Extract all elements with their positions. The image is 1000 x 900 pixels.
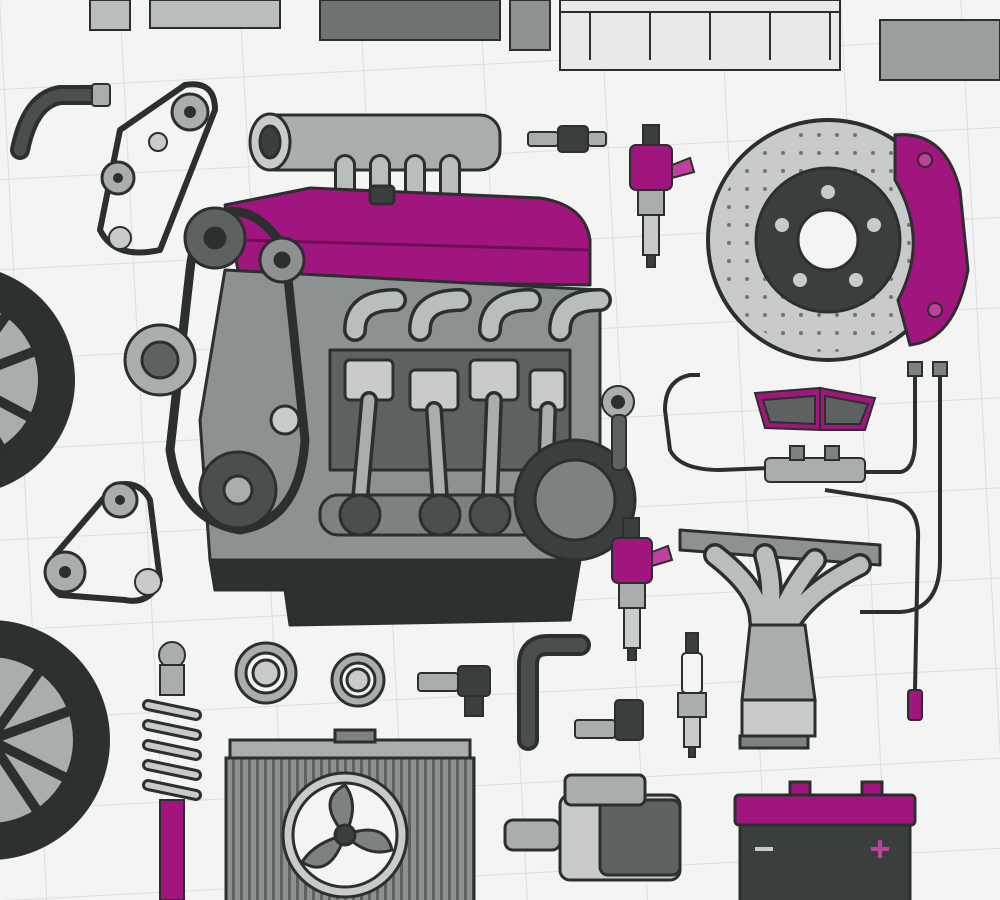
brake-disc	[706, 118, 950, 362]
cooling-fan	[281, 771, 409, 899]
brake-caliper	[893, 133, 970, 347]
shock-absorber	[142, 641, 202, 900]
spark-plug	[677, 632, 707, 758]
timing-belt	[43, 481, 163, 604]
sensor	[527, 125, 607, 153]
sensor	[764, 361, 948, 721]
catalytic-converter	[738, 623, 817, 750]
hose	[517, 634, 591, 751]
bearing	[330, 652, 386, 708]
brake-pads	[753, 386, 877, 432]
sensor	[417, 665, 644, 741]
garage-backdrop	[89, 0, 1000, 81]
bearing	[234, 641, 298, 705]
battery	[733, 780, 917, 900]
alloy-wheel	[0, 272, 75, 488]
fuel-injector	[629, 124, 696, 268]
exhaust-manifold	[678, 528, 882, 634]
sensor	[601, 385, 635, 471]
timing-belt	[97, 81, 218, 256]
engine-block	[123, 112, 637, 627]
hose	[10, 83, 111, 160]
brake-lines	[662, 370, 942, 691]
alloy-wheel	[0, 620, 110, 860]
fuel-injector	[611, 517, 674, 661]
starter-motor	[503, 773, 682, 882]
